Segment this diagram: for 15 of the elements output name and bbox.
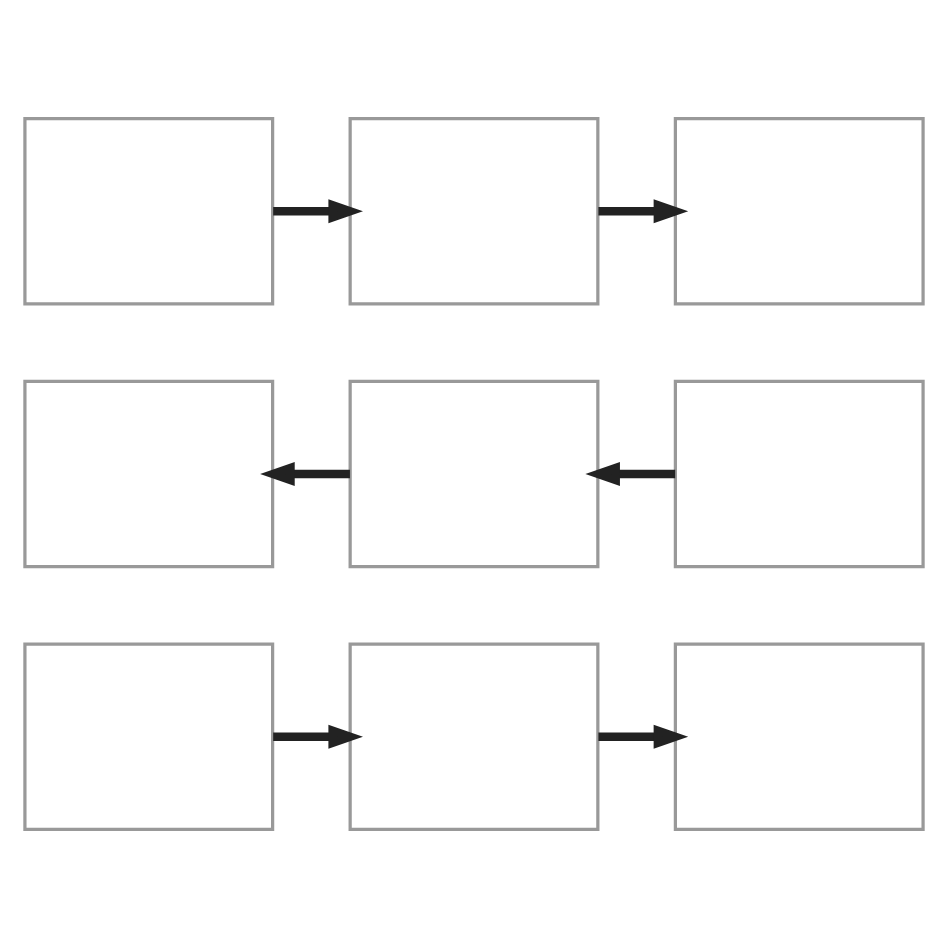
node-box [23,379,275,569]
node-box [673,379,925,569]
node-box [673,642,925,831]
arrow [260,461,350,487]
arrow [585,461,676,487]
arrow [273,724,363,749]
arrow [598,724,689,749]
node-box [23,117,275,306]
node-box [673,117,925,306]
node-box [348,117,600,306]
node-box [23,642,275,831]
arrow [273,199,363,224]
node-box [348,379,600,569]
node-box [348,642,600,831]
arrow [598,199,689,224]
